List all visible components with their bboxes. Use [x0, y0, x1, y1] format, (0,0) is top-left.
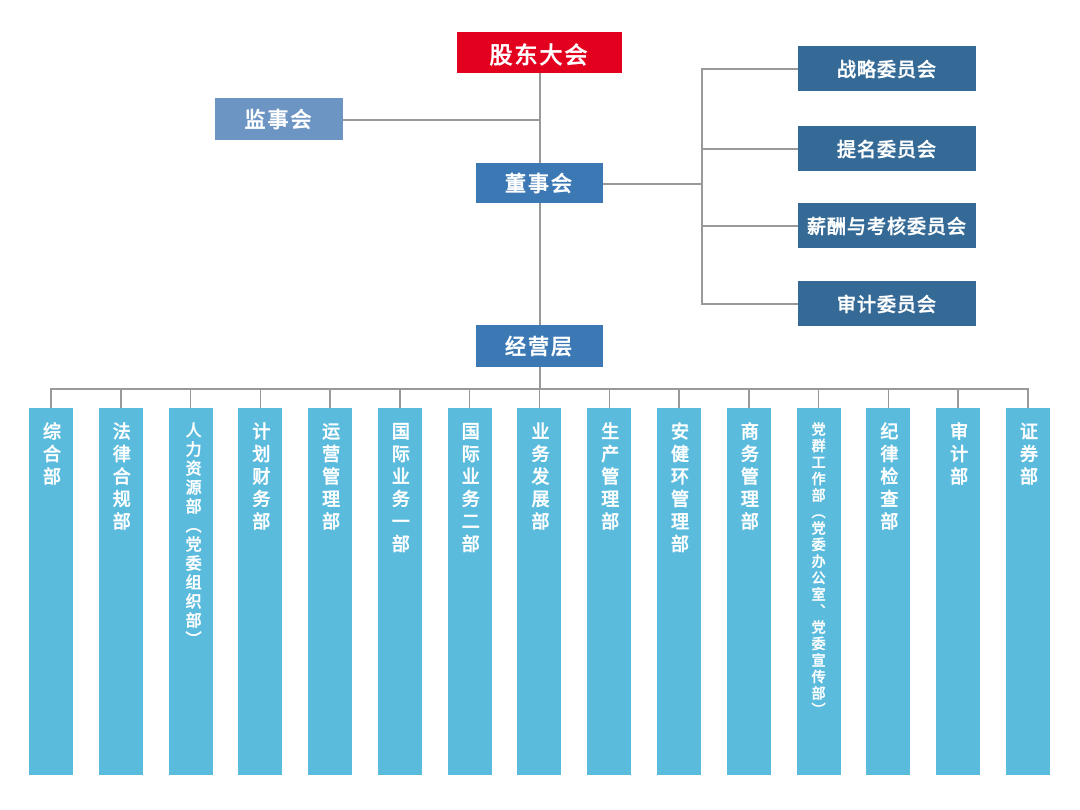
- connector-line: [189, 388, 192, 408]
- node-board-label: 董事会: [505, 173, 574, 196]
- department-box: 国际业务二部: [447, 408, 492, 775]
- department-label: 运营管理部: [320, 422, 341, 535]
- node-board-of-directors: 董事会: [476, 163, 603, 203]
- department-column-human-resources: 人力资源部（党委组织部）: [168, 388, 213, 775]
- connector-line: [678, 388, 680, 408]
- connector-line: [399, 388, 401, 408]
- committee-label: 战略委员会: [836, 60, 937, 81]
- node-shareholders-meeting: 股东大会: [457, 32, 622, 73]
- connector-committee-3: [701, 225, 798, 227]
- connector-line: [887, 388, 890, 408]
- connector-committee-1: [701, 68, 798, 70]
- connector-committee-4: [701, 303, 798, 305]
- department-label: 审计部: [948, 422, 969, 490]
- department-label: 安健环管理部: [669, 422, 690, 557]
- department-box: 生产管理部: [587, 408, 632, 775]
- node-audit-committee: 审计委员会: [798, 281, 976, 326]
- department-label: 生产管理部: [599, 422, 620, 535]
- connector-line: [468, 388, 471, 408]
- department-label: 人力资源部（党委组织部）: [182, 422, 200, 650]
- node-management-layer: 经营层: [476, 325, 603, 367]
- department-column-international-business-1: 国际业务一部: [377, 388, 422, 775]
- department-label: 国际业务一部: [389, 422, 410, 557]
- department-column-discipline-inspection: 纪律检查部: [866, 388, 911, 775]
- connector-board-management: [539, 203, 541, 325]
- connector-line: [50, 388, 52, 408]
- connector-line: [817, 388, 820, 408]
- department-column-party-masses-work: 党群工作部（党委办公室、党委宣传部）: [796, 388, 841, 775]
- department-box: 计划财务部: [238, 408, 283, 775]
- connector-board-committees: [603, 183, 702, 185]
- department-label: 党群工作部（党委办公室、党委宣传部）: [810, 422, 827, 719]
- connector-committee-bracket: [701, 68, 703, 304]
- department-label: 业务发展部: [529, 422, 550, 535]
- department-label: 商务管理部: [738, 422, 759, 535]
- department-column-production-management: 生产管理部: [587, 388, 632, 775]
- department-column-operations-management: 运营管理部: [308, 388, 353, 775]
- connector-management-bus: [539, 367, 541, 388]
- department-box: 业务发展部: [517, 408, 562, 775]
- connector-shareholders-board: [539, 73, 541, 163]
- connector-committee-2: [701, 148, 798, 150]
- connector-line: [329, 388, 331, 408]
- department-column-securities: 证券部: [1005, 388, 1050, 775]
- connector-line: [120, 388, 122, 408]
- department-column-international-business-2: 国际业务二部: [447, 388, 492, 775]
- department-box: 运营管理部: [308, 408, 353, 775]
- department-column-commerce-management: 商务管理部: [726, 388, 771, 775]
- node-supervisory-label: 监事会: [244, 109, 314, 132]
- connector-line: [538, 388, 541, 408]
- department-box: 法律合规部: [98, 408, 143, 775]
- node-supervisory-board: 监事会: [215, 98, 343, 140]
- department-column-planning-finance: 计划财务部: [238, 388, 283, 775]
- department-column-business-development: 业务发展部: [517, 388, 562, 775]
- connector-line: [748, 388, 750, 408]
- department-label: 纪律检查部: [878, 422, 899, 535]
- connector-line: [1027, 388, 1029, 408]
- node-shareholders-label: 股东大会: [489, 41, 590, 68]
- department-column-general: 综合部: [29, 388, 73, 775]
- department-box: 审计部: [936, 408, 981, 775]
- department-box: 纪律检查部: [866, 408, 911, 775]
- committee-label: 提名委员会: [836, 140, 937, 161]
- department-box: 安健环管理部: [657, 408, 702, 775]
- committee-label: 薪酬与考核委员会: [806, 217, 967, 238]
- department-label: 国际业务二部: [459, 422, 480, 557]
- department-row: 综合部 法律合规部 人力资源部（党委组织部） 计划财务部 运营管理部: [29, 388, 1050, 775]
- department-box: 国际业务一部: [377, 408, 422, 775]
- department-label: 证券部: [1017, 422, 1038, 490]
- node-strategy-committee: 战略委员会: [798, 46, 976, 91]
- connector-supervisory: [343, 119, 540, 121]
- department-column-legal-compliance: 法律合规部: [98, 388, 143, 775]
- node-nomination-committee: 提名委员会: [798, 126, 976, 171]
- department-box: 党群工作部（党委办公室、党委宣传部）: [796, 408, 841, 775]
- department-box: 人力资源部（党委组织部）: [168, 408, 213, 775]
- department-box: 证券部: [1005, 408, 1050, 775]
- department-column-safety-health-environment: 安健环管理部: [657, 388, 702, 775]
- department-box: 综合部: [29, 408, 73, 775]
- node-management-label: 经营层: [505, 336, 574, 359]
- department-box: 商务管理部: [726, 408, 771, 775]
- connector-line: [259, 388, 262, 408]
- department-label: 综合部: [41, 422, 61, 490]
- committee-label: 审计委员会: [836, 295, 937, 316]
- department-column-audit: 审计部: [936, 388, 981, 775]
- department-label: 法律合规部: [110, 422, 131, 535]
- department-label: 计划财务部: [250, 422, 271, 535]
- connector-line: [608, 388, 610, 408]
- node-remuneration-appraisal-committee: 薪酬与考核委员会: [798, 203, 976, 248]
- connector-line: [957, 388, 959, 408]
